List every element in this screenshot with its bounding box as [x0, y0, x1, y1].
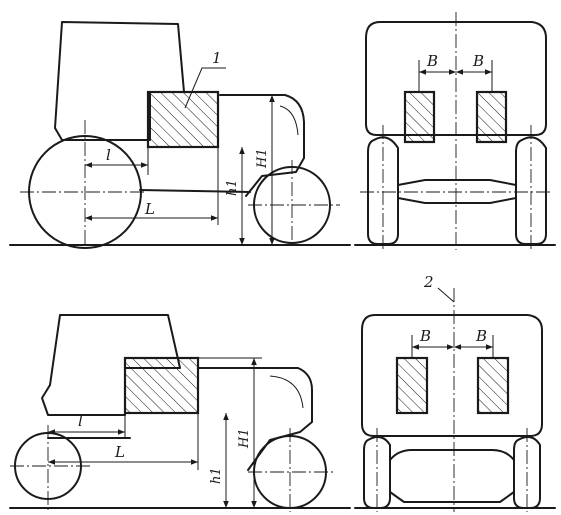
label-B-right: B: [475, 327, 487, 345]
tractor-front-view-bottom: 2 B B: [354, 273, 556, 512]
tractor-side-view-top: 1 l L h1 H1: [9, 21, 351, 250]
cabin-front: [365, 21, 547, 136]
ballast-block-left: [403, 90, 436, 144]
ballast-block-right: [475, 90, 508, 144]
label-B-left: B: [426, 52, 438, 70]
label-L: L: [114, 443, 125, 461]
hood-outline: [219, 94, 305, 197]
label-l: l: [78, 412, 83, 430]
label-h1: h1: [225, 179, 240, 196]
label-H1: H1: [237, 428, 252, 449]
hood-detail: [269, 375, 304, 409]
front-body: [389, 449, 515, 503]
ballast-block-left: [395, 356, 429, 415]
tractor-side-view-bottom: l L h1 H1: [9, 314, 351, 512]
leader-1: [184, 67, 226, 109]
tractor-front-view-top: B B: [354, 12, 556, 250]
ref-label-2: 2: [423, 273, 434, 291]
hood-detail: [279, 105, 299, 136]
hood-outline: [197, 367, 313, 471]
leader-2: [437, 287, 455, 303]
label-h1: h1: [209, 467, 224, 484]
label-L: L: [144, 200, 155, 218]
label-B-right: B: [472, 52, 484, 70]
ballast-block: [146, 90, 220, 149]
cabin-front: [361, 314, 543, 437]
ballast-block: [123, 356, 200, 415]
ballast-block-right: [476, 356, 510, 415]
label-B-left: B: [419, 327, 431, 345]
ref-label-1: 1: [212, 49, 222, 67]
axle: [139, 189, 251, 193]
label-H1: H1: [255, 148, 270, 169]
front-axle: [397, 179, 517, 204]
label-l: l: [106, 146, 111, 164]
